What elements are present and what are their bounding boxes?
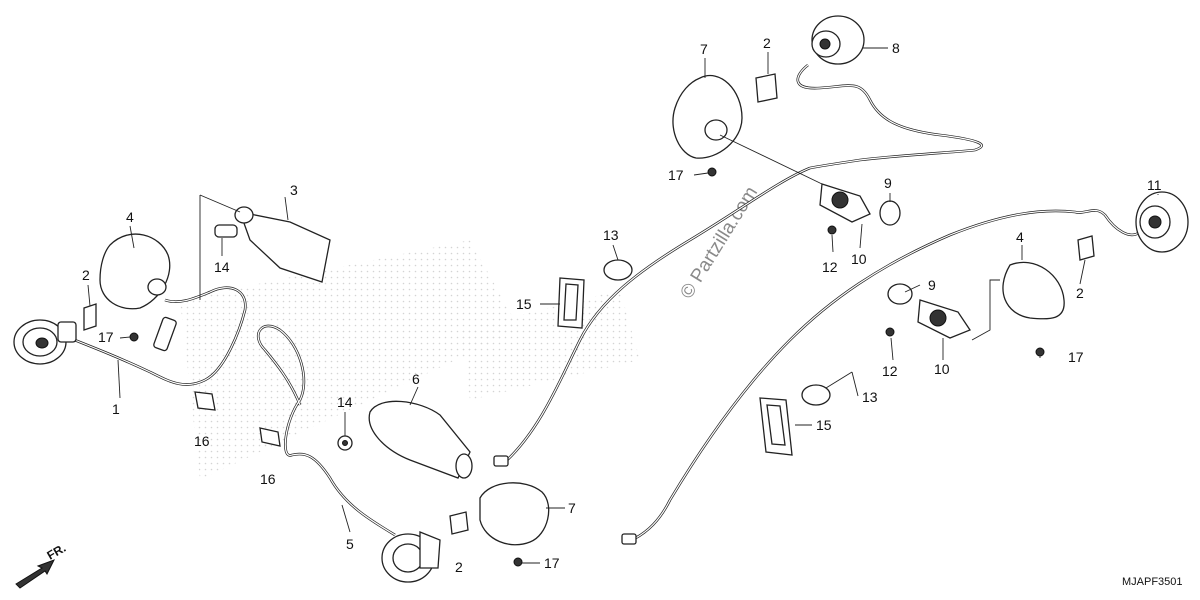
part-5-lamp[interactable] <box>381 531 441 583</box>
part-12-nut-lower[interactable] <box>885 327 895 337</box>
front-label: FR. <box>45 541 69 563</box>
callout-15: 15 <box>816 417 832 433</box>
part-13-tie-right[interactable] <box>801 371 853 406</box>
part-10-socket-upper[interactable] <box>819 183 871 223</box>
part-11-lamp[interactable] <box>1135 191 1189 253</box>
diagram-code: MJAPF3501 <box>1122 576 1183 588</box>
callout-14: 14 <box>337 394 353 410</box>
part-3-socket[interactable] <box>214 206 331 283</box>
part-14-grommet[interactable] <box>337 435 353 451</box>
leader-lines <box>87 47 1159 564</box>
terminal-upper[interactable] <box>493 455 509 467</box>
part-4-lens-right[interactable] <box>1002 261 1065 320</box>
callout-3: 3 <box>290 182 298 198</box>
part-16-clip-b[interactable] <box>259 427 281 447</box>
callout-4: 4 <box>1016 229 1024 245</box>
front-direction-arrow: FR. <box>15 541 69 589</box>
terminal-lower[interactable] <box>621 533 637 545</box>
part-17-screw-right[interactable] <box>1035 347 1045 357</box>
part-10-socket-lower[interactable] <box>917 299 971 339</box>
callout-12: 12 <box>822 259 838 275</box>
callout-6: 6 <box>412 371 420 387</box>
arrow-icon <box>15 559 56 589</box>
part-17-screw-left[interactable] <box>129 332 139 342</box>
callout-17: 17 <box>98 329 114 345</box>
part-1-lamp[interactable] <box>13 319 77 365</box>
callout-10: 10 <box>851 251 867 267</box>
part-17-screw-upper[interactable] <box>707 167 717 177</box>
callout-2: 2 <box>1076 285 1084 301</box>
callout-8: 8 <box>892 40 900 56</box>
part-12-nut-upper[interactable] <box>827 225 837 235</box>
wire-8 <box>796 63 983 170</box>
callout-4: 4 <box>126 209 134 225</box>
callout-11: 11 <box>1147 177 1162 193</box>
callout-17: 17 <box>668 167 684 183</box>
part-2-clip-upper[interactable] <box>755 73 778 103</box>
part-7-lens-lower[interactable] <box>479 482 550 546</box>
part-7-lens-upper[interactable] <box>672 74 743 159</box>
callout-17: 17 <box>544 555 560 571</box>
watermark: © Partzilla.com <box>676 183 762 303</box>
part-16-clip-a[interactable] <box>194 391 216 411</box>
part-17-screw-lower[interactable] <box>513 557 523 567</box>
callout-9: 9 <box>884 175 892 191</box>
callout-7: 7 <box>568 500 576 516</box>
wiring-harnesses <box>61 63 1141 542</box>
part-9-bulb-lower[interactable] <box>887 283 913 305</box>
callout-labels: 1 2 2 2 2 3 4 4 5 6 7 7 8 9 9 10 10 11 1… <box>82 35 1162 575</box>
callout-16: 16 <box>194 433 210 449</box>
callout-1: 1 <box>112 401 120 417</box>
part-15-bracket-left[interactable] <box>557 277 585 329</box>
callout-9: 9 <box>928 277 936 293</box>
part-9-bulb-upper[interactable] <box>879 200 901 226</box>
callout-2: 2 <box>82 267 90 283</box>
part-8-lamp[interactable] <box>811 15 865 65</box>
callout-13: 13 <box>603 227 619 243</box>
part-connector-left[interactable] <box>153 316 177 352</box>
callout-2: 2 <box>455 559 463 575</box>
callout-13: 13 <box>862 389 878 405</box>
part-2-clip-lower[interactable] <box>449 511 469 535</box>
part-2-clip-right[interactable] <box>1077 235 1095 261</box>
callout-17: 17 <box>1068 349 1084 365</box>
callout-2: 2 <box>763 35 771 51</box>
callout-15: 15 <box>516 296 532 312</box>
part-13-tie-left[interactable] <box>603 259 633 281</box>
callout-12: 12 <box>882 363 898 379</box>
part-15-bracket-right[interactable] <box>759 397 793 456</box>
callout-5: 5 <box>346 536 354 552</box>
part-4-lens-left[interactable] <box>99 233 171 310</box>
part-2-clip-left[interactable] <box>83 303 97 331</box>
callout-7: 7 <box>700 41 708 57</box>
callout-10: 10 <box>934 361 950 377</box>
part-6-housing[interactable] <box>368 400 473 479</box>
callout-14: 14 <box>214 259 230 275</box>
callout-16: 16 <box>260 471 276 487</box>
